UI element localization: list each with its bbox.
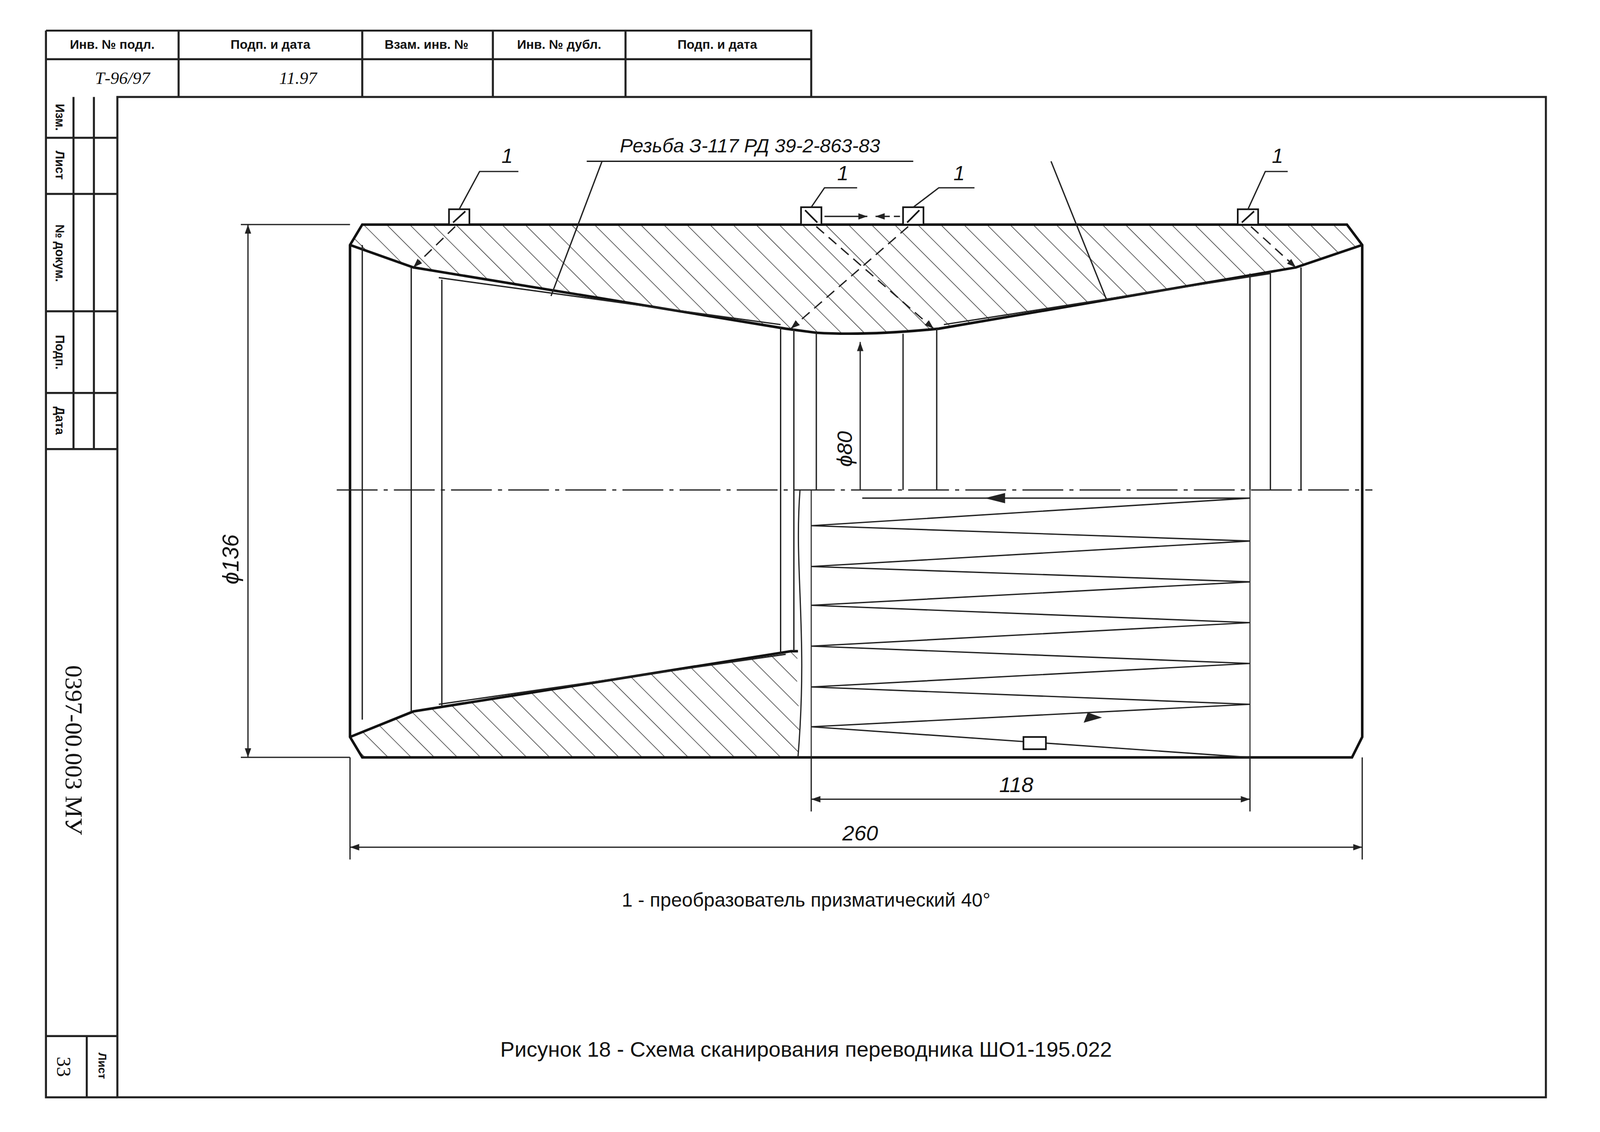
thread-lines — [798, 489, 802, 758]
title-block-header: Инв. № подл. — [67, 37, 157, 52]
leader-line — [459, 161, 1289, 301]
part-outline — [349, 650, 798, 737]
dimension-line — [349, 757, 1362, 860]
title-block-header: Взам. инв. № — [382, 37, 471, 52]
center-line — [336, 488, 1373, 491]
callout-number: 1 — [1270, 145, 1286, 168]
scan-path — [811, 498, 1251, 758]
part-outline — [349, 224, 1362, 758]
sheet-frame — [73, 97, 94, 450]
sheet-label: Лист — [95, 1050, 109, 1081]
sheet-frame — [117, 97, 1546, 1097]
dimension-line — [811, 798, 1251, 800]
beam-path — [790, 226, 909, 329]
transducer-symbol — [448, 209, 470, 225]
transducer-symbol — [1023, 736, 1046, 749]
part-outline — [349, 224, 1362, 758]
thread-lines — [816, 267, 1302, 490]
figure-caption: Рисунок 18 - Схема сканирования переводн… — [498, 1037, 1114, 1061]
thread-note: Резьба З-117 РД 39-2-863-83 — [618, 135, 883, 157]
thread-lines — [362, 244, 794, 720]
handwritten-entry: Т-96/97 — [93, 68, 152, 89]
beam-path — [1251, 226, 1296, 268]
column-header: Лист — [52, 149, 66, 182]
section-hatching — [349, 224, 1362, 334]
beam-path — [413, 226, 456, 268]
dimension-line — [240, 224, 1363, 860]
column-header: Дата — [52, 404, 66, 437]
column-header: № докум. — [52, 222, 66, 284]
dimension-line — [859, 341, 862, 490]
leader-line — [1050, 161, 1107, 301]
thread-lines — [362, 244, 1301, 758]
beam-path — [824, 215, 868, 218]
beam-path — [875, 215, 901, 218]
leader-line — [459, 171, 519, 210]
legend-note: 1 - преобразователь призматический 40° — [619, 889, 993, 911]
dimension-line — [240, 224, 350, 758]
sheet-frame — [46, 30, 1547, 1097]
handwritten-entry: 11.97 — [277, 68, 319, 89]
scan-arrowhead — [984, 493, 1006, 504]
transducer-symbol — [452, 211, 466, 223]
sheet-frame — [46, 137, 118, 449]
leader-line — [586, 160, 914, 162]
dimension-text: ϕ80 — [833, 429, 858, 469]
thread-lines — [438, 273, 1271, 705]
dimension-text: ϕ136 — [218, 532, 244, 586]
leader-line — [1247, 171, 1288, 210]
section-hatching — [349, 650, 800, 758]
scan-path — [811, 489, 1251, 758]
center-line — [336, 488, 1373, 491]
leader-line — [913, 187, 975, 208]
dimension-line — [349, 846, 1362, 848]
transducer-symbol — [448, 207, 1258, 749]
scan-arrowhead — [1083, 712, 1102, 723]
leader-line — [550, 161, 603, 296]
leader-line — [811, 187, 858, 208]
scan-arrowhead — [984, 493, 1102, 723]
title-block-header: Подп. и дата — [228, 37, 313, 52]
column-header: Изм. — [52, 102, 66, 133]
callout-number: 1 — [951, 162, 967, 185]
transducer-symbol — [903, 207, 924, 225]
transducer-symbol — [907, 210, 920, 223]
column-header: Подп. — [52, 332, 66, 372]
document-code: 0397-00.003 МУ — [60, 663, 88, 837]
sheet-number: 33 — [51, 1054, 75, 1079]
sheet-frame — [46, 1035, 118, 1097]
transducer-symbol — [1241, 211, 1255, 223]
dimension-text: 118 — [997, 773, 1036, 797]
callout-number: 1 — [499, 145, 515, 168]
section-hatching — [349, 224, 1362, 758]
beam-path — [816, 226, 934, 329]
beam-path — [413, 216, 1296, 329]
sheet-frame — [178, 30, 626, 97]
sheet-frame — [46, 30, 812, 1097]
dimension-text: 260 — [840, 820, 880, 845]
part-outline — [349, 244, 1362, 334]
dimension-line — [811, 757, 1251, 812]
transducer-symbol — [805, 210, 818, 223]
title-block-header: Подп. и дата — [675, 37, 759, 52]
callout-number: 1 — [835, 162, 851, 185]
transducer-symbol — [800, 207, 822, 225]
title-block-header: Инв. № дубл. — [515, 37, 604, 52]
transducer-symbol — [1237, 209, 1259, 225]
scan-path — [811, 489, 1251, 758]
dimension-line — [247, 224, 249, 758]
